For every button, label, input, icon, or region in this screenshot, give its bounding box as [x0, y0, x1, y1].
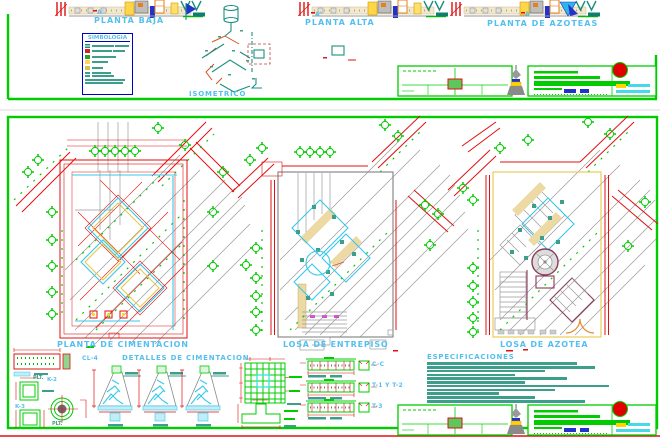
top-elevation-fragments [54, 0, 601, 20]
spec-line [427, 400, 585, 403]
legend-row [85, 54, 130, 59]
sheet-borders [0, 14, 660, 437]
spec-line [427, 365, 595, 369]
legend-simbologia: SIMBOLOGIA [82, 33, 133, 95]
legend-title: SIMBOLOGIA [85, 35, 130, 42]
label-cl4: CL-4 [82, 355, 99, 362]
title-block-bottom [397, 400, 657, 436]
label-plt-1: PLT. [33, 375, 44, 381]
title-losa-azotea: LOSA DE AZOTEA [500, 340, 589, 349]
legend-row [85, 78, 130, 81]
spec-line [427, 384, 609, 388]
legend-row [85, 71, 130, 74]
title-losa-entrepiso: LOSA DE ENTREPISO [283, 340, 389, 349]
spec-line [427, 396, 535, 399]
legend-row [85, 65, 130, 70]
title-planta-cimentacion: PLANTA DE CIMENTACION [57, 340, 189, 349]
label-k3: K-3 [15, 404, 25, 410]
plan-entrepiso [231, 115, 469, 352]
spec-line [427, 369, 545, 373]
specifications-title: ESPECIFICACIONES [427, 353, 515, 361]
label-t3: T-3 [372, 403, 383, 410]
spec-line [427, 388, 555, 392]
details-beam-sections [300, 357, 377, 420]
title-planta-alta: PLANTA ALTA [305, 18, 375, 27]
title-planta-azoteas: PLANTA DE AZOTEAS [487, 19, 599, 28]
plan-azotea [447, 115, 659, 351]
section-marker-a3: A' [525, 11, 533, 18]
isometric-drawing [201, 4, 356, 93]
spec-line [427, 377, 567, 380]
legend-row [85, 49, 130, 54]
title-block-top [397, 61, 657, 97]
label-k2: K-2 [47, 377, 57, 383]
legend-row [85, 43, 130, 48]
legend-row [85, 60, 130, 65]
title-isometrico: ISOMETRICO [189, 90, 247, 98]
title-detalles-cimentacion: DETALLES DE CIMENTACION [122, 354, 250, 362]
specifications-block: ESPECIFICACIONES [427, 353, 617, 404]
spec-line [427, 381, 525, 384]
section-marker-a1: A' [97, 9, 105, 16]
label-t1t2: T-1 Y T-2 [372, 382, 403, 389]
section-marker-a2: A' [315, 11, 323, 18]
spec-line [427, 362, 577, 365]
spec-line [427, 392, 499, 396]
label-cc: C-C [372, 361, 385, 368]
legend-row [85, 82, 130, 85]
label-plt-2: PLT. [52, 421, 63, 427]
spec-line [427, 373, 515, 377]
title-planta-baja: PLANTA BAJA [94, 16, 165, 25]
legend-row [85, 75, 130, 78]
details-cimentacion-left [13, 348, 230, 429]
details-slab-grid [237, 357, 302, 429]
plan-cimentacion [13, 121, 256, 348]
